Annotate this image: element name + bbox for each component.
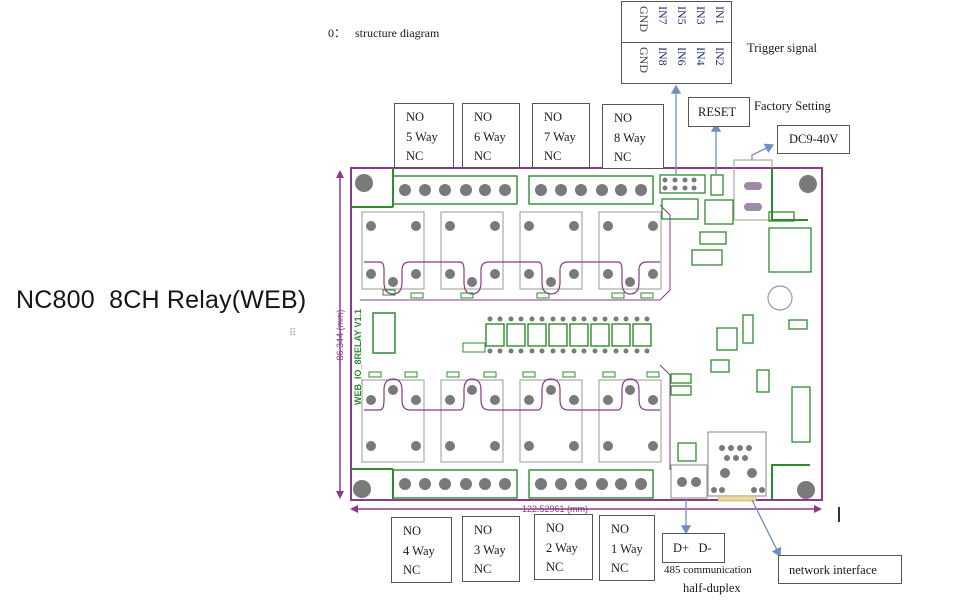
top-terminal-blocks — [351, 168, 654, 208]
way-label: 2 Way — [546, 540, 578, 555]
relay-2-box: NO 2 Way NC — [534, 514, 593, 580]
pin-label: IN4 — [694, 47, 708, 66]
nc-label: NC — [546, 560, 564, 574]
section-title: structure diagram — [355, 26, 440, 40]
nc-label: NC — [406, 149, 424, 163]
factory-setting-label: Factory Setting — [754, 99, 831, 113]
relay-5-box: NO 5 Way NC — [394, 103, 454, 168]
relays-top — [361, 211, 662, 290]
trigger-signal-label: Trigger signal — [747, 41, 818, 55]
opto-pads — [487, 316, 650, 354]
pin-label: GND — [637, 6, 651, 32]
relay-4-box: NO 4 Way NC — [391, 517, 452, 583]
nc-label: NC — [403, 563, 421, 577]
drag-handle-icon[interactable]: ⠿ — [289, 328, 297, 339]
relay-pads — [366, 221, 658, 451]
way-label: 4 Way — [403, 543, 435, 558]
power-leader-line — [751, 143, 775, 160]
nc-label: NC — [474, 562, 492, 576]
product-title: NC800 8CH Relay(WEB) — [16, 286, 307, 314]
bottom-terminal-pads — [399, 478, 647, 490]
buzzer — [767, 285, 793, 311]
section-heading: 0： structure diagram — [328, 24, 439, 41]
reset-button-footprint — [704, 174, 734, 225]
nc-label: NC — [544, 149, 562, 163]
rs485-terminal-footprint — [670, 464, 708, 499]
pin-label: IN7 — [656, 6, 670, 25]
pin-label: IN2 — [713, 47, 727, 66]
rs485-box: D+ D- — [662, 533, 725, 563]
relay-3-box: NO 3 Way NC — [462, 516, 520, 582]
way-label: 6 Way — [474, 129, 506, 144]
no-label: NO — [406, 110, 425, 124]
board-inner-trace — [360, 204, 671, 470]
reset-label: RESET — [698, 105, 737, 119]
relays-bottom — [361, 379, 662, 463]
pin-label: IN1 — [713, 6, 727, 25]
bottom-terminal-blocks — [351, 468, 654, 500]
no-label: NO — [614, 111, 633, 125]
section-number: 0： — [328, 26, 347, 40]
optocoupler-row — [485, 323, 652, 347]
network-leader-line — [751, 499, 782, 558]
relay-6-box: NO 6 Way NC — [462, 103, 520, 168]
trigger-header-footprint — [659, 174, 706, 220]
trace-top — [364, 261, 660, 295]
relay-7-box: NO 7 Way NC — [532, 103, 590, 168]
power-box: DC9-40V — [777, 125, 850, 154]
trigger-row-top: IN1 IN3 IN5 IN7 GND — [622, 2, 731, 43]
way-label: 8 Way — [614, 130, 646, 145]
way-label: 3 Way — [474, 542, 506, 557]
way-label: 7 Way — [544, 129, 576, 144]
smd-components — [368, 289, 660, 378]
trigger-row-bottom: IN2 IN4 IN6 IN8 GND — [622, 43, 731, 84]
mounting-holes — [353, 174, 817, 499]
ethernet-jack-footprint — [707, 431, 767, 502]
top-terminal-pads — [399, 184, 647, 196]
way-label: 1 Way — [611, 541, 643, 556]
width-dimension-label: 122.52961 (mm) — [522, 504, 588, 514]
misc-components — [670, 314, 811, 462]
trace-bottom — [364, 378, 660, 411]
rs485-label: D+ D- — [673, 541, 712, 555]
pin-label: IN3 — [694, 6, 708, 25]
no-label: NO — [474, 110, 493, 124]
nc-label: NC — [611, 561, 629, 575]
power-label: DC9-40V — [789, 132, 839, 146]
relay-1-box: NO 1 Way NC — [599, 515, 655, 581]
height-dimension-label: 86.344 (mm) — [335, 309, 345, 360]
board-silkscreen: WEB_IO_8RELAY V1.1 — [353, 309, 363, 405]
nc-label: NC — [474, 149, 492, 163]
no-label: NO — [546, 521, 565, 535]
pin-label: IN5 — [675, 6, 689, 25]
reset-box: RESET — [688, 97, 750, 127]
network-label: network interface — [789, 563, 877, 577]
rs485-mode: half-duplex — [683, 581, 741, 595]
nc-label: NC — [614, 150, 632, 164]
no-label: NO — [611, 522, 630, 536]
rs485-caption: 485 communication — [664, 564, 752, 576]
corner-traces — [771, 168, 810, 500]
way-label: 5 Way — [406, 129, 438, 144]
pin-label: IN6 — [675, 47, 689, 66]
network-interface-box: network interface — [778, 555, 902, 584]
no-label: NO — [544, 110, 563, 124]
relay-8-box: NO 8 Way NC — [602, 104, 664, 169]
pin-label: IN8 — [656, 47, 670, 66]
no-label: NO — [403, 524, 422, 538]
trigger-signal-connector: IN1 IN3 IN5 IN7 GND IN2 IN4 IN6 IN8 GND — [621, 1, 732, 84]
text-cursor — [838, 507, 840, 522]
no-label: NO — [474, 523, 493, 537]
pin-label: GND — [637, 47, 651, 73]
